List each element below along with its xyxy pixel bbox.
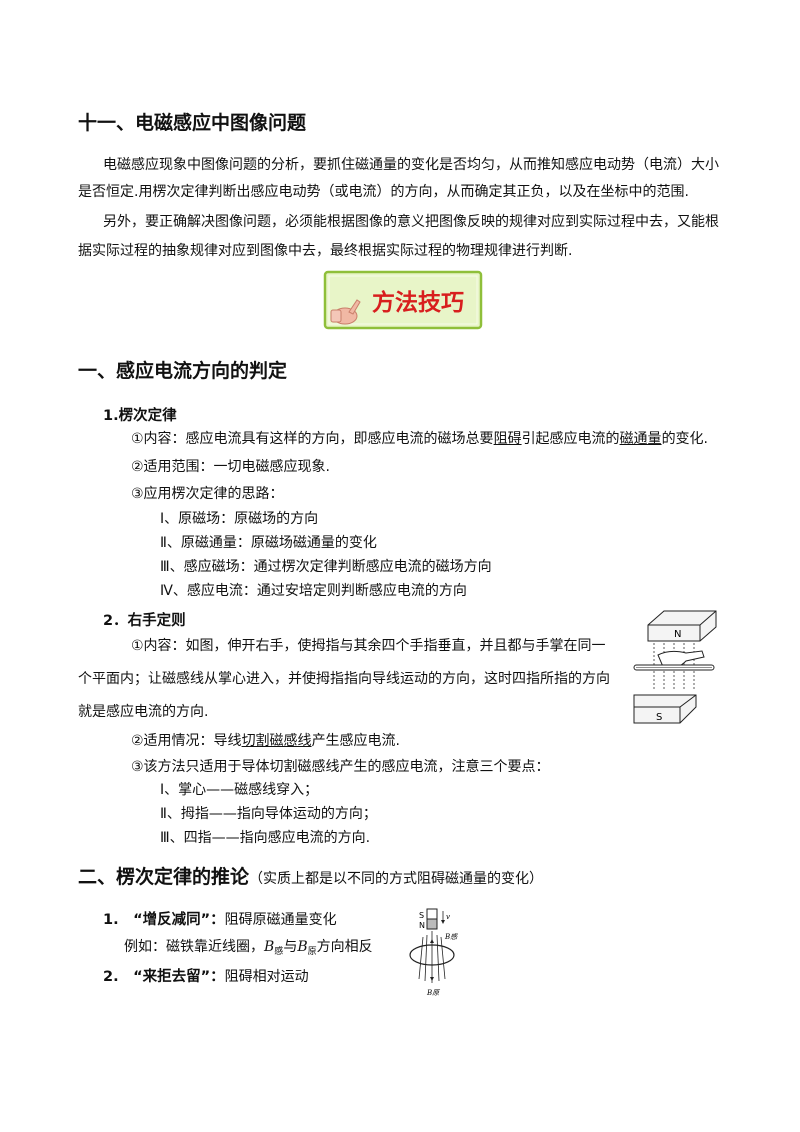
fig2-label-byuan: B原 <box>426 989 440 997</box>
fig2-label-n: N <box>419 921 425 930</box>
fig2-label-s: S <box>419 911 424 920</box>
item2-row: 2. “来拒去留”：阻碍相对运动 <box>103 965 309 986</box>
banner-graphic: 方法技巧 <box>323 270 483 330</box>
fig-label-n: N <box>674 629 681 640</box>
section2-title: 二、楞次定律的推论 <box>78 866 250 888</box>
intro-p1-line2: 是否恒定.用楞次定律判断出感应电动势（或电流）的方向，从而确定其正负，以及在坐标… <box>78 184 689 200</box>
lenz-steps-title: ③应用楞次定律的思路： <box>131 486 284 502</box>
magnet-coil-figure: S N v B感 B原 <box>405 905 475 1000</box>
intro-p1-line1: 电磁感应现象中图像问题的分析，要抓住磁通量的变化是否均匀，从而推知感应电动势（电… <box>103 157 719 173</box>
right-hand-rule-figure: N S <box>624 603 724 725</box>
underlined-term-citongliang: 磁通量 <box>619 431 662 447</box>
intro-p2-line2: 据实际过程的抽象规律对应到图像中去，最终根据实际过程的物理规律进行判断. <box>78 243 573 259</box>
item2-heading: 2. “来拒去留”： <box>103 969 225 985</box>
hand-icon <box>330 299 361 325</box>
section2-title-row: 二、楞次定律的推论（实质上都是以不同的方式阻碍磁通量的变化） <box>78 862 543 889</box>
right-hand-content-line3: 就是感应电流的方向. <box>78 704 209 720</box>
item1-example: 例如：磁铁靠近线圈，B感与B原方向相反 <box>124 939 373 957</box>
lenz-scope: ②适用范围：一切电磁感应现象. <box>131 459 331 475</box>
underlined-term-qiege: 切割磁感线 <box>241 733 312 749</box>
banner-label: 方法技巧 <box>372 289 464 316</box>
lenz-step: Ⅲ、感应磁场：通过楞次定律判断感应电流的磁场方向 <box>160 559 492 575</box>
section2-title-note: （实质上都是以不同的方式阻碍磁通量的变化） <box>249 871 544 887</box>
intro-p2-line1: 另外，要正确解决图像问题，必须能根据图像的意义把图像反映的规律对应到实际过程中去… <box>103 214 719 230</box>
lenz-step: Ⅱ、原磁通量：原磁场磁通量的变化 <box>160 535 377 551</box>
lenz-step: Ⅰ、原磁场：原磁场的方向 <box>160 511 319 527</box>
right-hand-usage: ②适用情况：导线切割磁感线产生感应电流. <box>131 733 401 749</box>
item2-text: 阻碍相对运动 <box>224 969 309 985</box>
right-hand-point: Ⅲ、四指——指向感应电流的方向. <box>160 830 371 846</box>
item1-row: 1. “增反减同”：阻碍原磁通量变化 <box>103 908 337 929</box>
fig2-label-v: v <box>446 913 450 921</box>
main-heading: 十一、电磁感应中图像问题 <box>78 112 307 134</box>
right-hand-point: Ⅱ、拇指——指向导体运动的方向； <box>160 806 377 822</box>
section1-title: 一、感应电流方向的判定 <box>78 360 288 382</box>
fig-label-s: S <box>656 712 662 723</box>
item1-heading: 1. “增反减同”： <box>103 912 225 928</box>
underlined-term-zuai: 阻碍 <box>493 431 522 447</box>
lenz-heading: 1.楞次定律 <box>103 408 177 424</box>
right-hand-content-line2: 个平面内；让磁感线从掌心进入，并使拇指指向导线运动的方向，这时四指所指的方向 <box>78 671 610 687</box>
method-tips-banner: 方法技巧 <box>323 270 483 330</box>
right-hand-content-line1: ①内容：如图，伸开右手，使拇指与其余四个手指垂直，并且都与手掌在同一 <box>131 638 606 654</box>
right-hand-note: ③该方法只适用于导体切割磁感线产生的感应电流，注意三个要点： <box>131 759 550 775</box>
right-hand-point: Ⅰ、掌心——磁感线穿入； <box>160 782 319 798</box>
item1-text: 阻碍原磁通量变化 <box>224 912 337 928</box>
right-hand-heading: 2．右手定则 <box>103 613 186 629</box>
lenz-step: Ⅳ、感应电流：通过安培定则判断感应电流的方向 <box>160 583 467 599</box>
fig2-label-bgan: B感 <box>444 933 458 941</box>
lenz-content: ①内容：感应电流具有这样的方向，即感应电流的磁场总要阻碍引起感应电流的磁通量的变… <box>131 431 709 447</box>
